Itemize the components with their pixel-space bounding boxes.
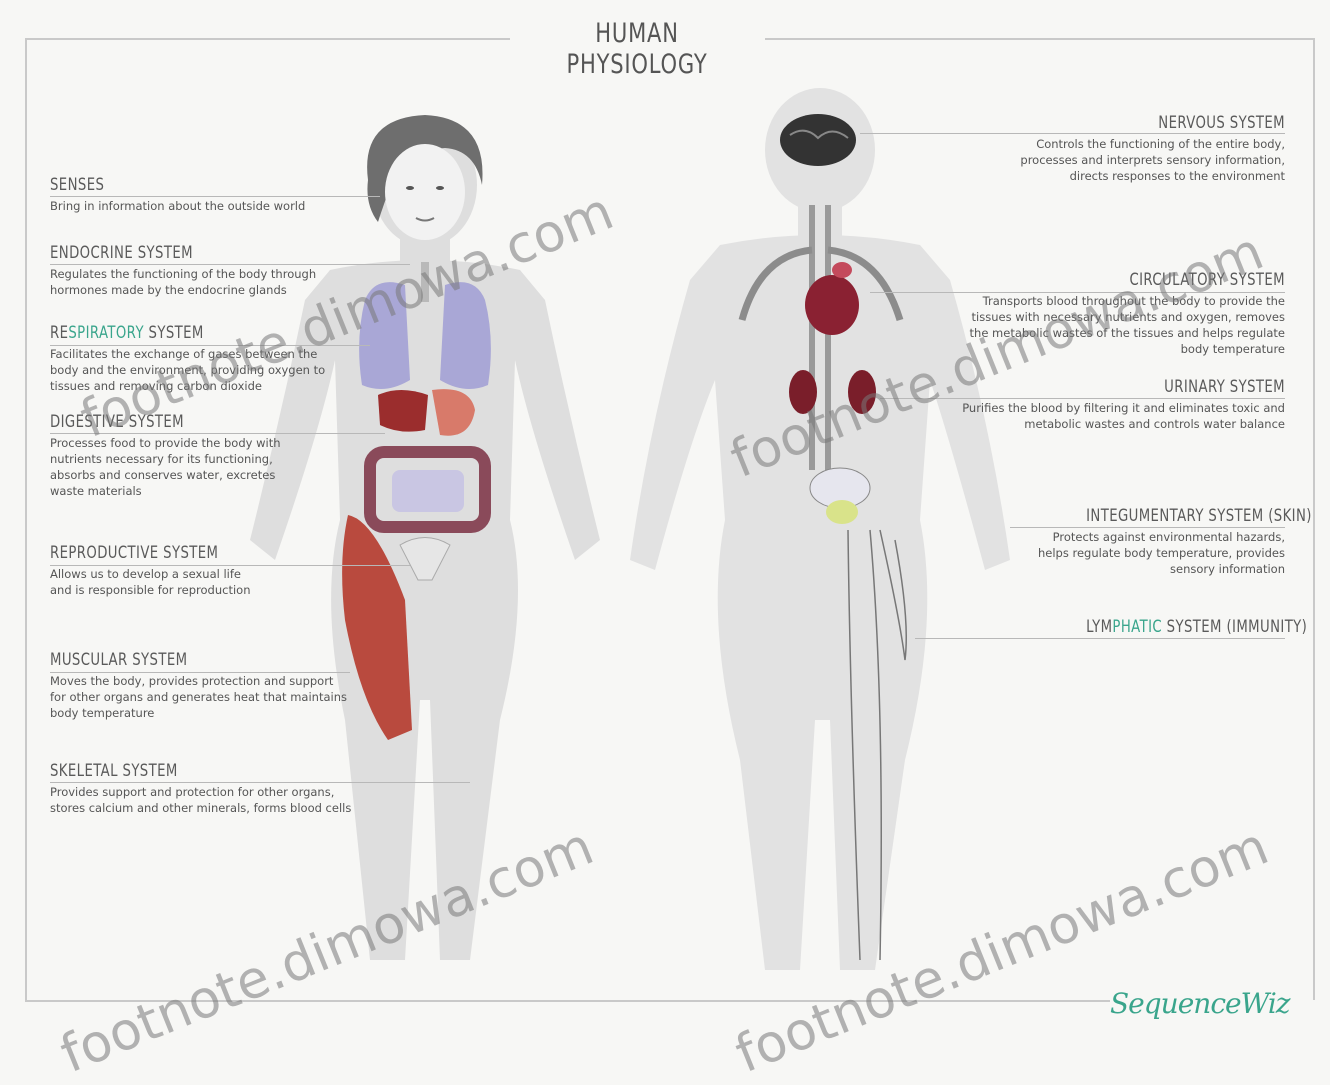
label-senses: SENSES Bring in information about the ou… xyxy=(50,175,350,214)
label-heading: URINARY SYSTEM xyxy=(1028,377,1285,397)
label-description: Processes food to provide the body with … xyxy=(50,435,295,499)
label-endocrine: ENDOCRINE SYSTEM Regulates the functioni… xyxy=(50,243,340,298)
label-heading: RESPIRATORY SYSTEM xyxy=(50,323,272,343)
kidney-right xyxy=(848,370,876,414)
label-description: Controls the functioning of the entire b… xyxy=(1015,136,1285,184)
label-skeletal: SKELETAL SYSTEM Provides support and pro… xyxy=(50,761,370,816)
heading-part: SYSTEM xyxy=(144,323,204,343)
heading-part: LYM xyxy=(1086,617,1112,637)
label-heading: SKELETAL SYSTEM xyxy=(50,761,300,781)
kidney-left xyxy=(789,370,817,414)
label-digestive: DIGESTIVE SYSTEM Processes food to provi… xyxy=(50,412,295,499)
label-heading: CIRCULATORY SYSTEM xyxy=(1032,270,1286,290)
heading-highlight: PHATIC xyxy=(1112,617,1162,637)
label-heading: LYMPHATIC SYSTEM (IMMUNITY) xyxy=(1086,617,1285,637)
label-integumentary: INTEGUMENTARY SYSTEM (SKIN) Protects aga… xyxy=(1030,506,1285,577)
label-heading: MUSCULAR SYSTEM xyxy=(50,650,284,670)
label-description: Regulates the functioning of the body th… xyxy=(50,266,340,298)
label-heading: DIGESTIVE SYSTEM xyxy=(50,412,241,432)
label-heading: INTEGUMENTARY SYSTEM (SKIN) xyxy=(1086,506,1285,526)
label-lymphatic: LYMPHATIC SYSTEM (IMMUNITY) xyxy=(1030,617,1285,637)
label-respiratory: RESPIRATORY SYSTEM Facilitates the excha… xyxy=(50,323,335,394)
label-description: Purifies the blood by filtering it and e… xyxy=(955,400,1285,432)
label-muscular: MUSCULAR SYSTEM Moves the body, provides… xyxy=(50,650,350,721)
label-description: Bring in information about the outside w… xyxy=(50,198,350,214)
heading-highlight: SPIRATORY xyxy=(68,323,144,343)
heart xyxy=(805,275,859,335)
label-description: Allows us to develop a sexual life and i… xyxy=(50,566,260,598)
label-heading: NERVOUS SYSTEM xyxy=(1074,113,1285,133)
label-nervous: NERVOUS SYSTEM Controls the functioning … xyxy=(1015,113,1285,184)
label-urinary: URINARY SYSTEM Purifies the blood by fil… xyxy=(955,377,1285,432)
heading-part: SYSTEM (IMMUNITY) xyxy=(1162,617,1307,637)
label-description: Transports blood throughout the body to … xyxy=(960,293,1285,357)
liver xyxy=(378,390,428,432)
label-reproductive: REPRODUCTIVE SYSTEM Allows us to develop… xyxy=(50,543,260,598)
lungs xyxy=(359,282,410,389)
label-heading: REPRODUCTIVE SYSTEM xyxy=(50,543,214,563)
label-circulatory: CIRCULATORY SYSTEM Transports blood thro… xyxy=(960,270,1285,357)
label-heading: ENDOCRINE SYSTEM xyxy=(50,243,276,263)
face xyxy=(385,144,465,240)
leader-lymphatic xyxy=(915,638,1285,639)
label-heading: SENSES xyxy=(50,175,284,195)
label-description: Protects against environmental hazards, … xyxy=(1030,529,1285,577)
bladder xyxy=(826,500,858,524)
label-description: Provides support and protection for othe… xyxy=(50,784,370,816)
brain xyxy=(780,114,856,166)
label-description: Moves the body, provides protection and … xyxy=(50,673,350,721)
male-silhouette xyxy=(630,88,1010,970)
brand-logo: SequenceWiz xyxy=(1110,984,1285,1024)
label-description: Facilitates the exchange of gases betwee… xyxy=(50,346,335,394)
heading-part: RE xyxy=(50,323,68,343)
diagram-canvas: HUMAN PHYSIOLOGY xyxy=(0,0,1330,1042)
